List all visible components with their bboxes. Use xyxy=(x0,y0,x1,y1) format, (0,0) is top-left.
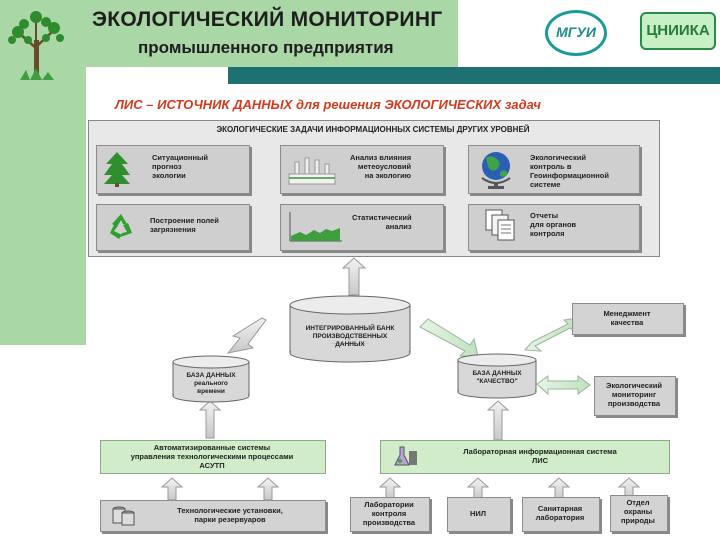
left-green-band xyxy=(0,0,86,345)
mgui-logo-text: МГУИ xyxy=(556,24,596,40)
task-statistical-analysis xyxy=(280,204,444,251)
arrow-lis-to-quality-db xyxy=(486,400,510,441)
nature-protection-box xyxy=(610,495,668,532)
lis-box xyxy=(380,440,670,474)
task-pollution-fields xyxy=(96,204,250,251)
page-subtitle: промышленного предприятия xyxy=(138,38,394,57)
installations-label: Технологические установки, парки резерву… xyxy=(177,506,283,524)
asutp-box xyxy=(100,440,326,474)
asutp-label: Автоматизированные системы управления те… xyxy=(130,443,294,470)
nature-protection-label: Отдел охраны природы xyxy=(621,498,655,525)
tree-icon xyxy=(104,152,130,187)
tree-logo-icon xyxy=(8,11,64,80)
recycle-icon xyxy=(110,214,132,239)
documents-icon xyxy=(485,209,515,241)
lab-equipment-icon xyxy=(394,446,417,466)
header-panel xyxy=(86,0,458,67)
task-situational-forecast-label: Ситуационный прогноз экологии xyxy=(152,153,209,180)
integrated-bank-label: ИНТЕГРИРОВАННЫЙ БАНК ПРОИЗВОДСТВЕННЫХ ДА… xyxy=(305,325,395,348)
lis-label: Лабораторная информационная система ЛИС xyxy=(463,447,617,465)
task-statistical-analysis-label: Статистический анализ xyxy=(352,213,412,231)
lab-control-box xyxy=(350,497,430,532)
arrow-installations-right xyxy=(256,477,280,501)
header-divider-bar xyxy=(228,67,720,84)
sanitary-label: Санитарная лаборатория xyxy=(535,504,585,522)
installations-box xyxy=(100,500,326,532)
page-title: ЭКОЛОГИЧЕСКИЙ МОНИТОРИНГ xyxy=(92,8,443,31)
arrow-quality-db-management xyxy=(523,317,579,352)
sanitary-box xyxy=(522,497,600,532)
realtime-db-cylinder xyxy=(172,355,250,403)
quality-db-label: БАЗА ДАННЫХ "КАЧЕСТВО" xyxy=(472,370,522,385)
arrow-bank-quality-db xyxy=(419,318,479,357)
eco-tasks-panel-title: ЭКОЛОГИЧЕСКИЕ ЗАДАЧИ ИНФОРМАЦИОННЫХ СИСТ… xyxy=(216,125,530,134)
cniika-logo: ЦНИИКА xyxy=(640,12,716,50)
task-gis-control-label: Экологический контроль в Геоинформационн… xyxy=(530,153,609,189)
quality-management-label: Менеджмент качества xyxy=(603,309,651,327)
factory-icon xyxy=(288,157,336,185)
eco-monitoring-label: Экологический мониторинг производства xyxy=(606,381,662,408)
quality-db-cylinder xyxy=(457,353,537,399)
area-chart-icon xyxy=(289,212,342,242)
arrow-up-main xyxy=(341,257,367,296)
task-reports-label: Отчеты для органов контроля xyxy=(530,211,577,238)
arrow-quality-db-eco xyxy=(536,375,591,396)
realtime-db-label: БАЗА ДАННЫХ реального времени xyxy=(186,372,236,395)
arrow-realtime-to-bank xyxy=(226,317,267,354)
task-meteo-analysis-label: Анализ влияния метеоусловий на экологию xyxy=(350,153,412,180)
arrow-installations-left xyxy=(160,477,184,501)
cniika-logo-text: ЦНИИКА xyxy=(646,22,710,39)
nil-box xyxy=(447,497,511,532)
globe-icon xyxy=(481,152,511,189)
task-pollution-fields-label: Построение полей загрязнения xyxy=(150,216,219,234)
nil-label: НИЛ xyxy=(469,509,487,518)
arrow-asutp-to-realtime xyxy=(198,400,222,439)
integrated-bank-cylinder xyxy=(289,295,411,363)
eco-monitoring-box xyxy=(594,376,676,416)
mgui-logo: МГУИ xyxy=(545,10,607,56)
tanks-icon xyxy=(112,506,135,526)
quality-management-box xyxy=(572,303,684,335)
section-title: ЛИС – ИСТОЧНИК ДАННЫХ для решения ЭКОЛОГ… xyxy=(115,97,541,112)
lab-control-label: Лаборатории контроля производства xyxy=(362,500,416,527)
